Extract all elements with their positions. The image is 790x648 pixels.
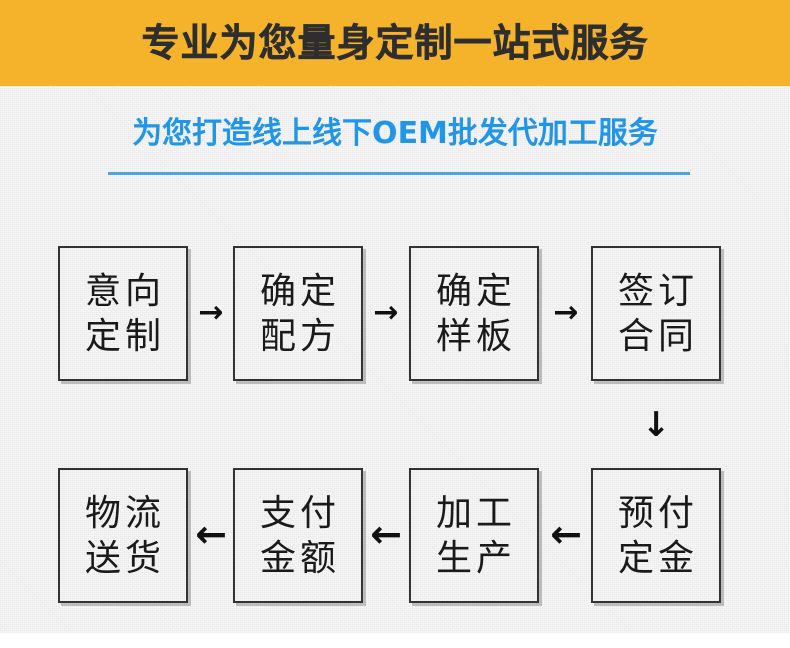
subtitle-container: 为您打造线上线下OEM批发代加工服务 [0, 116, 790, 151]
arrow-left-icon: ← [550, 512, 582, 556]
arrow-down-icon: ↓ [641, 405, 671, 445]
flow-step-line-2: 金额 [259, 537, 340, 579]
flow-step-box: 物流 送货 [58, 468, 188, 603]
arrow-right-icon: → [553, 295, 579, 330]
flow-step-box: 加工 生产 [409, 468, 539, 603]
subtitle-divider [108, 172, 690, 175]
flow-step-line-2: 定金 [617, 537, 698, 579]
page-background [0, 86, 790, 633]
arrow-left-icon: ← [370, 512, 402, 556]
flow-step-line-1: 签订 [617, 270, 698, 312]
flow-step-line-2: 配方 [259, 315, 340, 357]
arrow-right-icon: → [198, 295, 224, 330]
flow-step-line-2: 合同 [617, 315, 698, 357]
flow-step-line-1: 支付 [259, 492, 340, 534]
flow-step-line-1: 物流 [84, 492, 165, 534]
flow-step-box: 确定 样板 [409, 246, 539, 381]
flow-step-box: 签订 合同 [591, 246, 721, 381]
flow-step-line-1: 意向 [84, 270, 165, 312]
flow-step-box: 支付 金额 [233, 468, 363, 603]
flow-step-box: 预付 定金 [591, 468, 721, 603]
flow-step-box: 确定 配方 [233, 246, 363, 381]
arrow-right-icon: → [373, 295, 399, 330]
flow-step-line-2: 定制 [84, 315, 165, 357]
flow-step-box: 意向 定制 [58, 246, 188, 381]
subtitle-text: 为您打造线上线下OEM批发代加工服务 [132, 116, 658, 151]
flow-step-line-1: 预付 [617, 492, 698, 534]
arrow-left-icon: ← [195, 512, 227, 556]
page-title: 专业为您量身定制一站式服务 [141, 21, 649, 65]
page-background-footer [0, 633, 790, 648]
flow-step-line-2: 送货 [84, 537, 165, 579]
flow-step-line-1: 确定 [435, 270, 516, 312]
header-banner: 专业为您量身定制一站式服务 [0, 0, 790, 86]
flow-step-line-1: 加工 [435, 492, 516, 534]
flow-step-line-2: 样板 [435, 315, 516, 357]
flow-step-line-1: 确定 [259, 270, 340, 312]
flow-step-line-2: 生产 [435, 537, 516, 579]
